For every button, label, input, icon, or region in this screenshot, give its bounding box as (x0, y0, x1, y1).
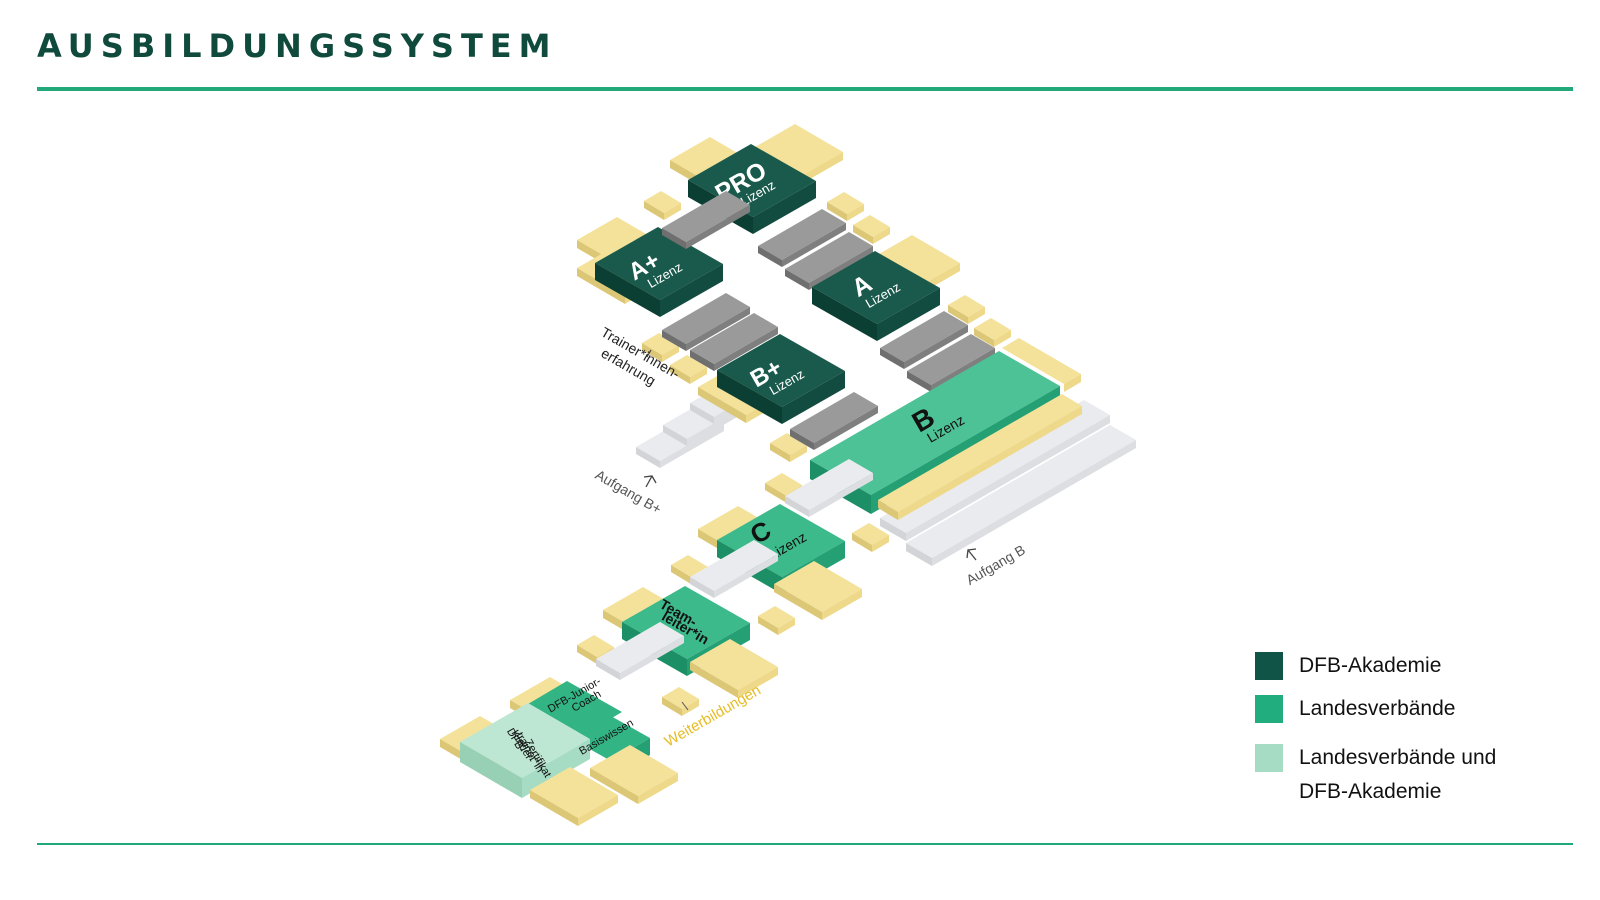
aufgang-b-arrow-icon (966, 548, 977, 561)
page-title: AUSBILDUNGSSYSTEM (37, 27, 558, 65)
aufgang-b-plus-label: Aufgang B+ (593, 466, 665, 517)
pro-a-plus-connector-slab (644, 191, 681, 220)
aufgang-b-bar (906, 425, 1136, 566)
teamleiter-c-connector-slab (758, 606, 795, 635)
aufgang-b-label: Aufgang B (963, 541, 1028, 588)
legend-label-line1: Landesverbände und (1299, 746, 1497, 769)
legend-label: DFB-Akademie (1299, 654, 1442, 677)
junior-teamleiter-connector-slab (662, 687, 699, 716)
trainer-erfahrung-pointer (646, 349, 652, 358)
legend-label-line2: DFB-Akademie (1299, 780, 1442, 803)
b-weiterbildung-slab-long (878, 394, 1082, 520)
legend-swatch (1255, 695, 1283, 723)
aufgang-b-bar (880, 400, 1110, 541)
legend-label: Landesverbände (1299, 697, 1456, 720)
aufgang-b-plus-arrow-icon (643, 475, 657, 488)
top-divider (37, 87, 1573, 91)
bottom-divider (37, 843, 1573, 845)
kindertrainer-zertifikat-block (460, 703, 590, 798)
weiterbildungen-pointer (681, 701, 689, 711)
b-weiterbildung-slab (1002, 338, 1081, 392)
legend-swatch (1255, 652, 1283, 680)
legend-swatch (1255, 744, 1283, 772)
